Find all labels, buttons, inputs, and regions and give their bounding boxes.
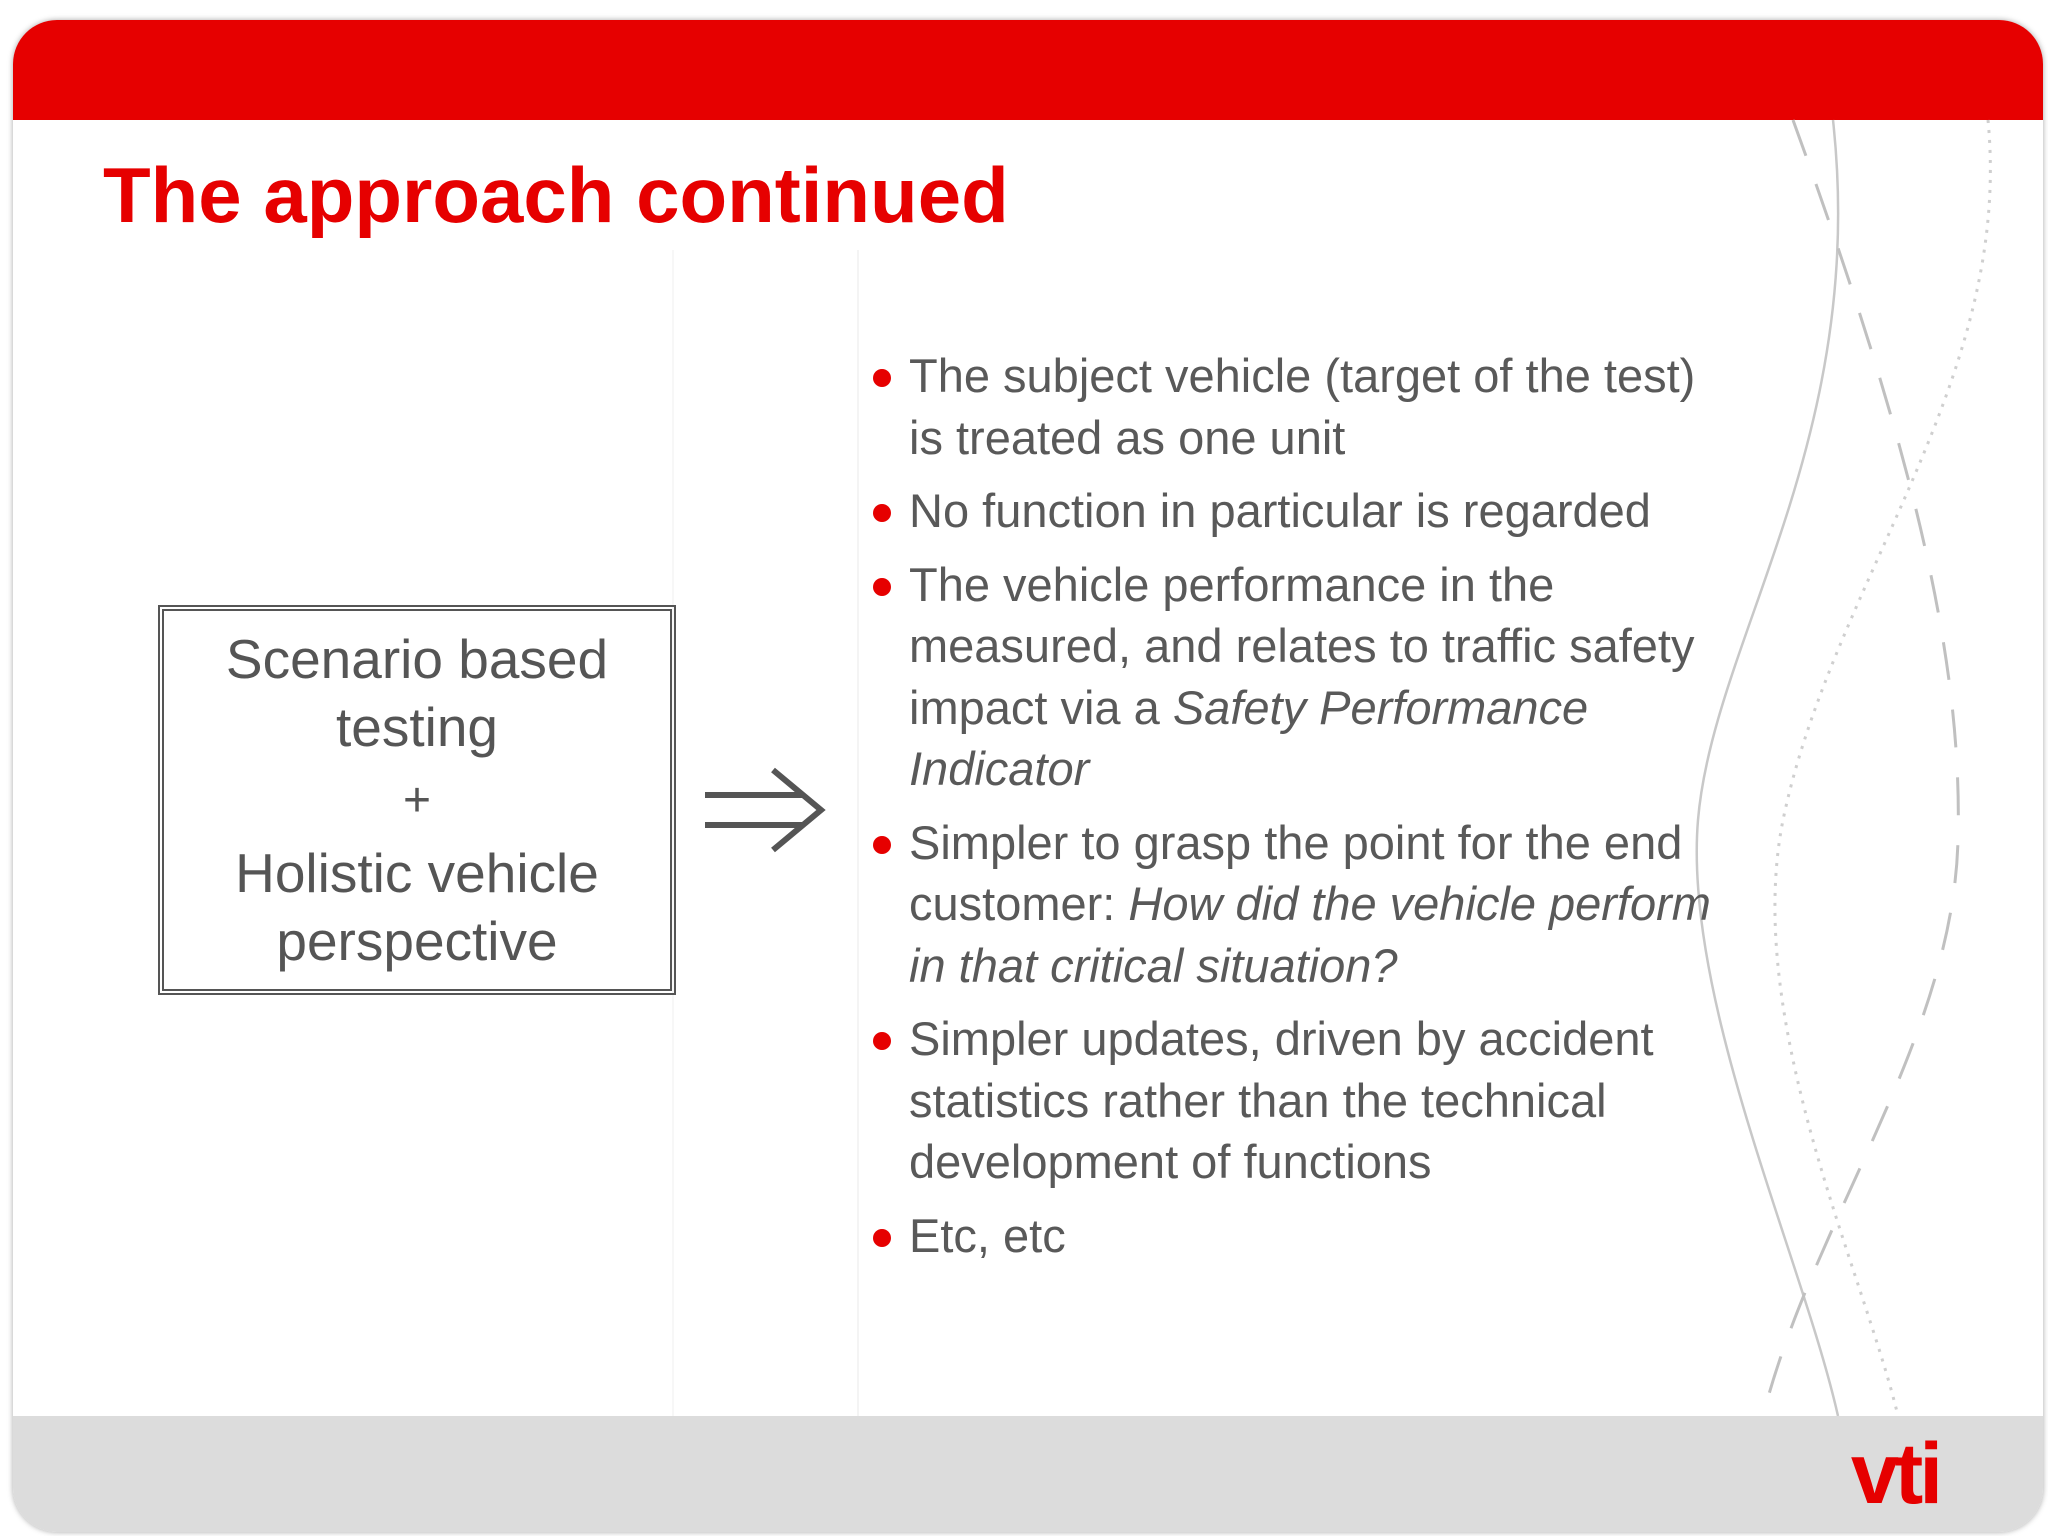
bullet-dot-icon: [873, 1032, 891, 1050]
concept-box: Scenario based testing + Holistic vehicl…: [158, 605, 676, 995]
header-bar: [13, 20, 2043, 120]
bullet-dot-icon: [873, 1228, 891, 1247]
bullet-dot-icon: [873, 835, 891, 854]
slide: The approach continued Scenario based te…: [13, 20, 2043, 1532]
bullet-dot-icon: [873, 369, 891, 387]
bullet-item: Simpler to grasp the point for the end c…: [873, 812, 1733, 997]
vti-logo: vti: [1851, 1426, 1943, 1515]
logo-text: vti: [1851, 1426, 1939, 1515]
bullet-item: The vehicle performance in the measured,…: [873, 554, 1733, 800]
concept-line-2: Holistic vehicle perspective: [235, 842, 599, 972]
concept-plus: +: [402, 774, 432, 827]
concept-line-1: Scenario based testing: [225, 628, 609, 758]
bullet-item: Etc, etc: [873, 1205, 1733, 1267]
double-arrow-right-icon: [705, 767, 826, 853]
bullet-dot-icon: [873, 577, 891, 596]
bullet-dot-icon: [873, 504, 891, 522]
footer-bar: [13, 1416, 2043, 1532]
bullet-item: The subject vehicle (target of the test)…: [873, 345, 1733, 468]
bullet-item: Simpler updates, driven by accident stat…: [873, 1008, 1733, 1193]
bullet-item: No function in particular is regarded: [873, 480, 1733, 542]
bullet-list: The subject vehicle (target of the test)…: [873, 345, 1733, 1278]
slide-title: The approach continued: [103, 151, 1009, 239]
